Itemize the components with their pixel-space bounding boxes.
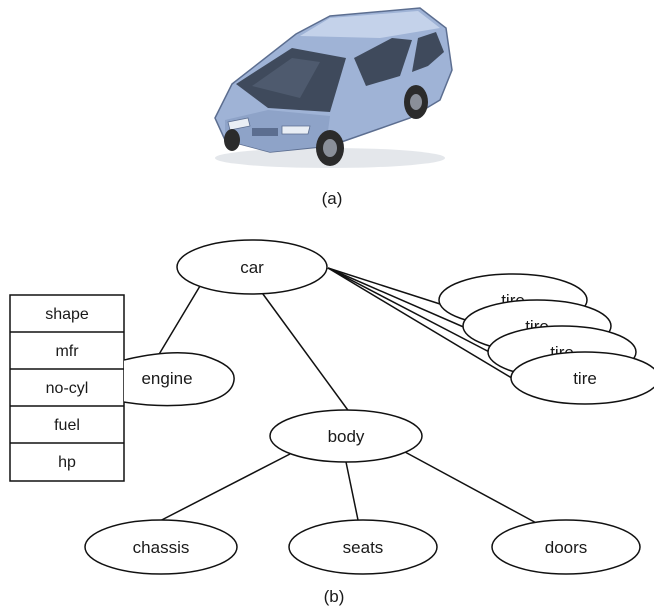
edge-car-tire3 [327,267,498,357]
edge-car-tire4 [327,267,516,381]
doors-node: doors [491,519,641,575]
car-label: car [240,258,264,277]
seats-label: seats [343,538,384,557]
body-node: body [269,409,423,463]
car-node: car [176,239,328,295]
car-illustration [214,7,453,168]
attribute-cell: no-cyl [46,380,89,397]
chassis-label: chassis [133,538,190,557]
chassis-node: chassis [84,519,238,575]
edge-car-body [259,289,351,414]
edge-car-tire1 [327,267,441,305]
edge-car-engine [151,285,201,367]
attribute-cell: mfr [55,343,79,360]
tire-node-4: tire [510,351,654,405]
doors-label: doors [545,538,588,557]
attribute-cell: shape [45,306,89,323]
attribute-cell: hp [58,454,76,471]
engine-node: engine [123,352,235,407]
tire-label-4: tire [573,369,597,388]
diagram-edges [149,267,541,527]
edge-body-chassis [149,453,291,527]
attribute-cell: fuel [54,417,80,434]
edge-body-seats [345,461,359,521]
body-label: body [328,427,365,446]
seats-node: seats [288,519,438,575]
edge-car-tire2 [327,267,476,333]
edge-body-doors [404,451,541,526]
engine-attribute-table: shape mfr no-cyl fuel hp [9,294,125,482]
caption-b: (b) [324,587,345,606]
caption-a: (a) [322,189,343,208]
engine-label: engine [141,369,192,388]
